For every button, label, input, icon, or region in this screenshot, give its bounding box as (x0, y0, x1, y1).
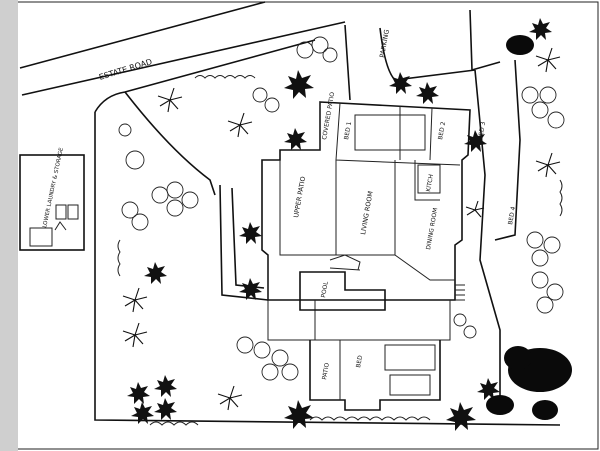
bed-1-label: BED 1 (343, 121, 353, 140)
pool (299, 271, 386, 311)
property-boundary (94, 9, 561, 426)
hedge (149, 421, 199, 426)
palm-tree (122, 287, 148, 313)
patio-label: PATIO (321, 362, 331, 380)
star-shrub (154, 398, 177, 420)
outline-shrubs (118, 36, 565, 381)
star-shrub (284, 128, 307, 150)
palm-tree (227, 112, 253, 138)
shrub (322, 47, 338, 63)
palm-tree (122, 322, 148, 348)
dark-tree (504, 346, 532, 370)
shrub (271, 349, 289, 367)
bed-2-label: BED 2 (437, 121, 447, 140)
dark-tree (506, 35, 534, 55)
star-shrub (131, 402, 154, 424)
star-shrub (464, 130, 487, 152)
star-shrub (154, 375, 177, 397)
shrub (546, 283, 564, 301)
hedges (117, 75, 563, 426)
dark-tree (486, 395, 514, 415)
hedge (117, 239, 121, 277)
shrub (281, 363, 299, 381)
shrub (547, 111, 565, 129)
star-shrub (477, 378, 500, 400)
shrub (264, 97, 280, 113)
shrub (118, 123, 132, 137)
upper-patio-label: UPPER PATIO (292, 176, 307, 219)
shrub (543, 236, 561, 254)
shrub (131, 213, 149, 231)
bed-4-label: BED 4 (507, 206, 517, 225)
shrub (261, 363, 279, 381)
shrub (531, 271, 549, 289)
laundry-label: LOWER LAUNDRY & STORAGE (42, 147, 65, 229)
kitchen-label: KITCH (425, 174, 435, 193)
shrub (253, 341, 271, 359)
star-shrub (446, 402, 476, 431)
covered-patio-label: COVERED PATIO (321, 91, 336, 140)
star-shrub (239, 278, 262, 300)
left-scan-edge (0, 0, 18, 451)
hedge (194, 75, 256, 79)
shrub (536, 296, 554, 314)
palm-tree (465, 200, 485, 218)
shrub (539, 86, 557, 104)
pool-label: POOL (320, 280, 330, 298)
lower-level (309, 340, 441, 411)
palm-tree (217, 385, 243, 411)
star-shrub (239, 222, 262, 244)
star-shrub (144, 262, 167, 284)
shrub (453, 313, 467, 327)
star-shrub (389, 72, 412, 94)
palm-tree (535, 47, 561, 73)
shrub (166, 199, 184, 217)
shrub (531, 101, 549, 119)
dining-room-label: DINING ROOM (425, 207, 439, 250)
laundry-building: LOWER LAUNDRY & STORAGE (19, 147, 85, 251)
star-shrub (284, 70, 314, 99)
shrub (166, 181, 184, 199)
shrub (463, 325, 477, 339)
black-star-shrubs (127, 18, 552, 431)
hedge (309, 416, 431, 421)
living-room-label: LIVING ROOM (359, 190, 375, 235)
shrub (252, 87, 268, 103)
shrub (526, 231, 544, 249)
dark-trees (486, 35, 572, 420)
bed-3-label: BED 3 (477, 121, 487, 140)
shrub (236, 336, 254, 354)
bed-5-label: BED (355, 354, 364, 368)
shrub (296, 41, 314, 59)
star-shrub (127, 382, 150, 404)
shrub (125, 150, 145, 170)
star-shrub (416, 82, 439, 104)
dark-tree (532, 400, 558, 420)
shrub (531, 249, 549, 267)
hedge (559, 179, 563, 217)
shrub (121, 201, 139, 219)
shrub (181, 191, 199, 209)
shrub (521, 86, 539, 104)
house-outline (261, 101, 471, 341)
star-shrub (284, 400, 314, 429)
star-shrub (529, 18, 552, 40)
palm-tree (157, 87, 183, 113)
palm-tree (535, 152, 561, 178)
shrub (311, 36, 329, 54)
estate-road-label: ESTATE ROAD (98, 57, 153, 82)
palm-trees (122, 47, 561, 411)
shrub (151, 186, 169, 204)
